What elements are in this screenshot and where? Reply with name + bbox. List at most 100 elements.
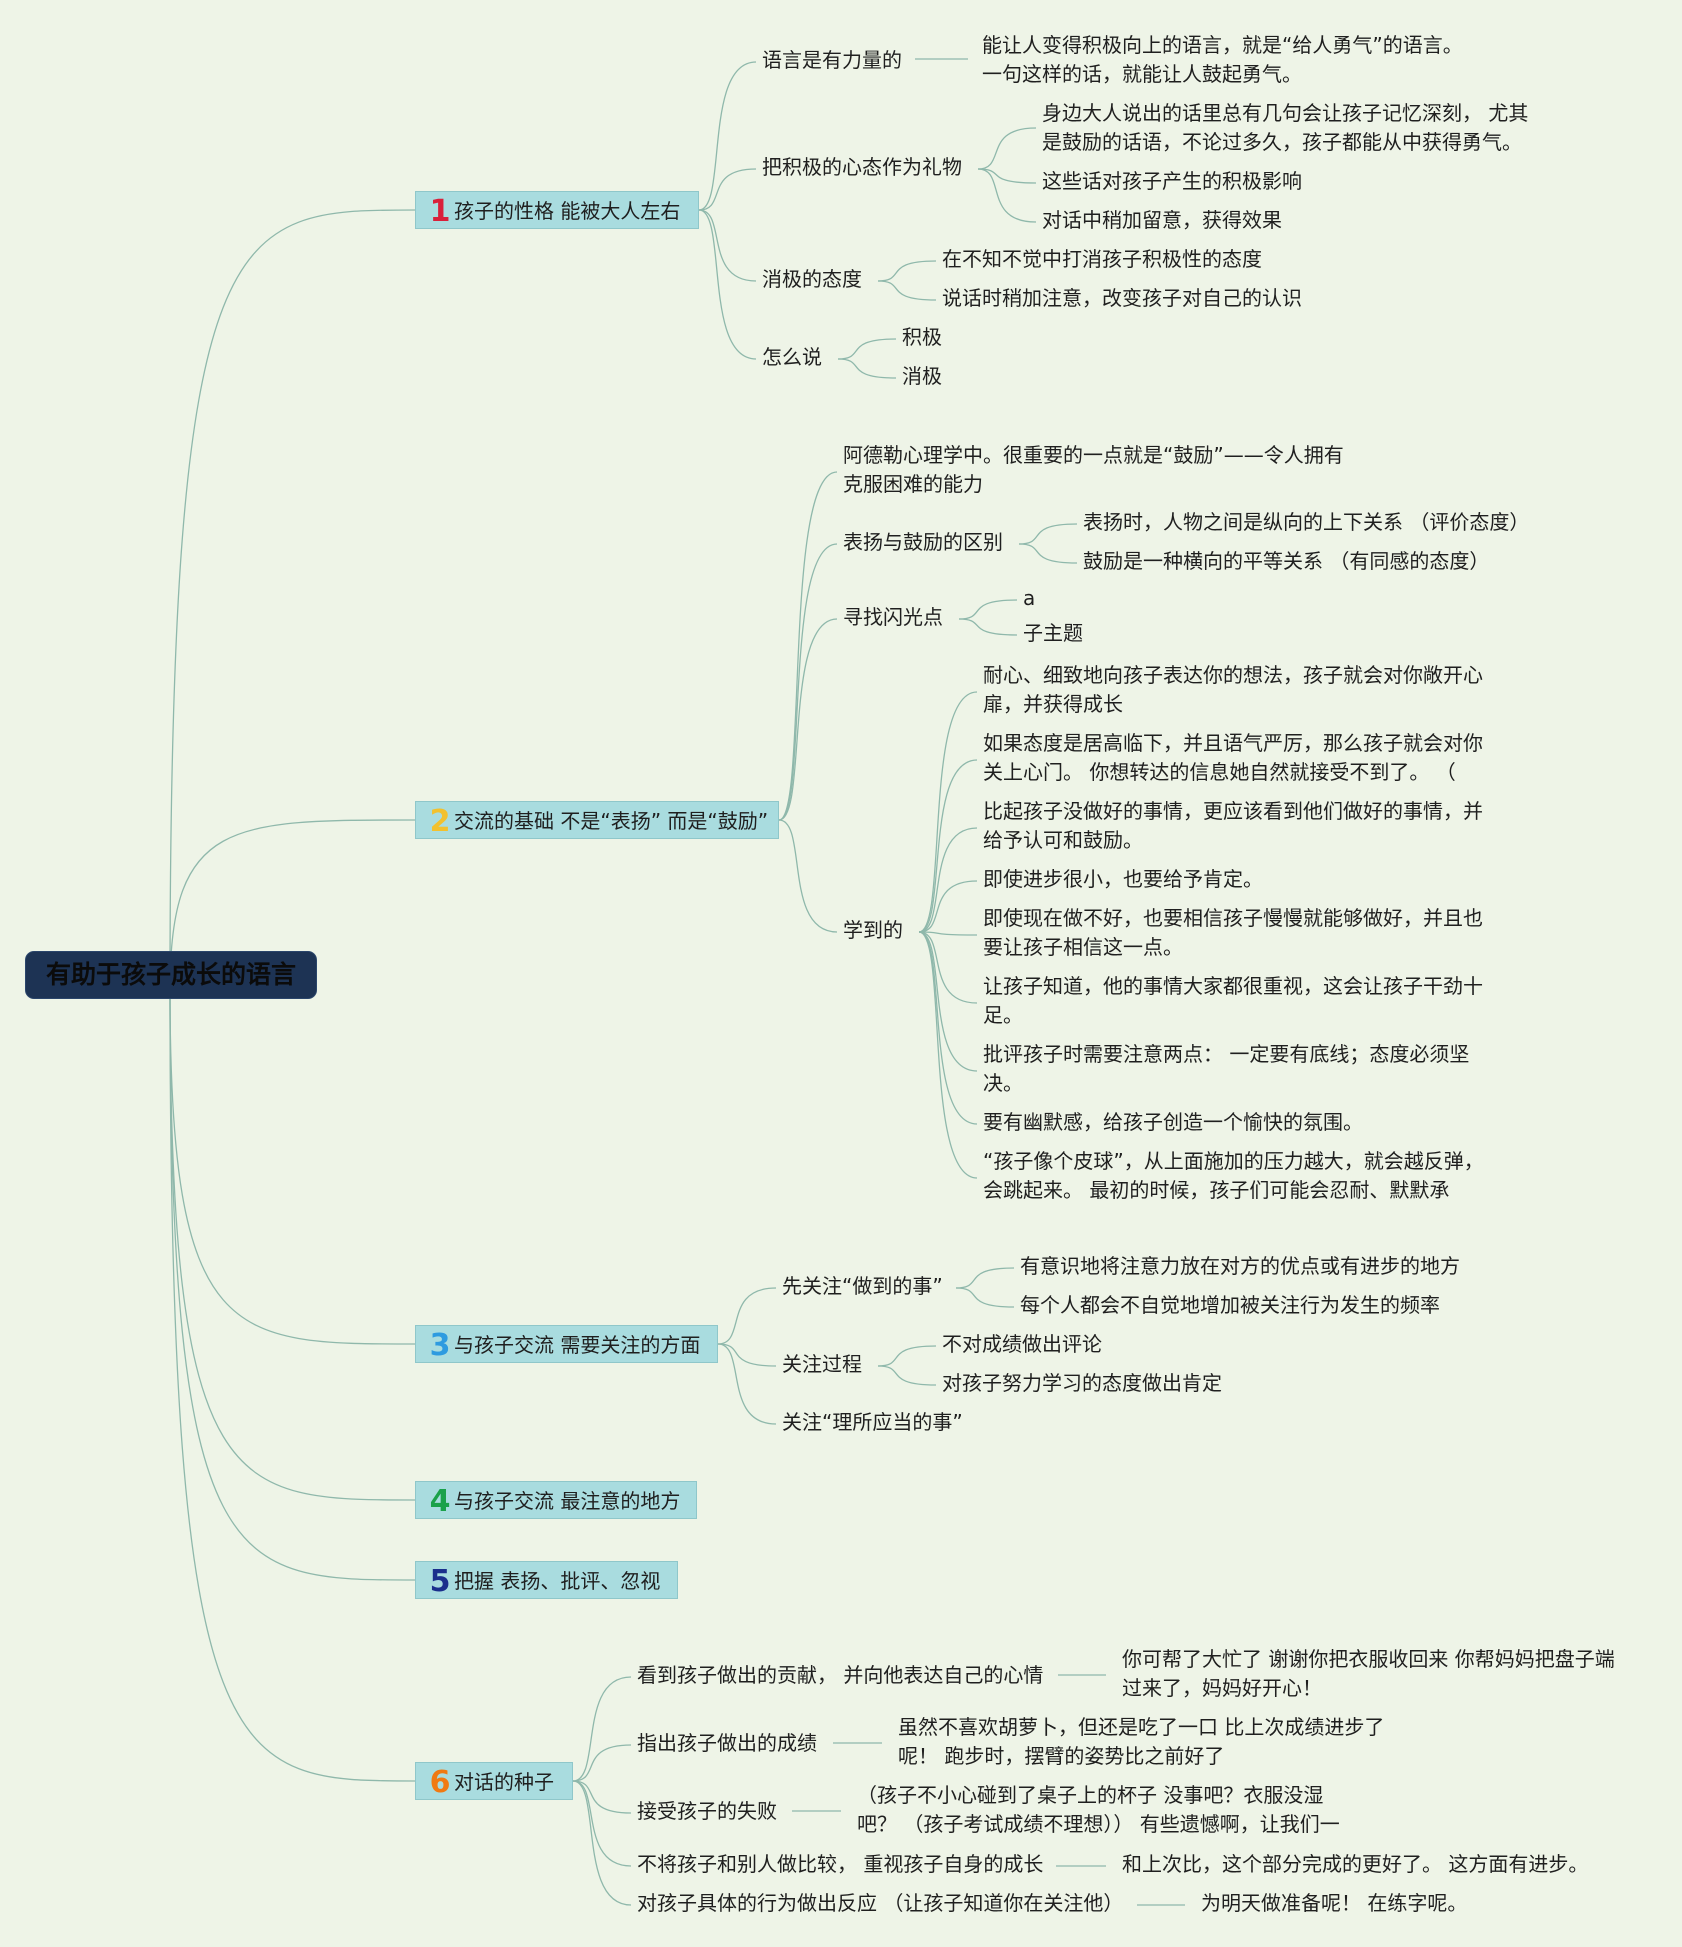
- b6-c3-label[interactable]: 接受孩子的失败: [637, 1799, 777, 1823]
- branch-6-number: 6: [429, 1765, 451, 1800]
- connector-19: [778, 471, 838, 821]
- b2-c2-label[interactable]: 表扬与鼓励的区别: [843, 530, 1003, 554]
- b6-c4-leaf[interactable]: 和上次比，这个部分完成的更好了。 这方面有进步。: [1122, 1852, 1589, 1876]
- b2-c4-leaf-7-line2[interactable]: 决。: [983, 1071, 1023, 1095]
- b2-c4-leaf-1-line2[interactable]: 扉，并获得成长: [983, 692, 1123, 716]
- connector-38: [717, 1343, 777, 1425]
- connector-15: [877, 260, 937, 282]
- b2-c4-leaf-2-line1[interactable]: 如果态度是居高临下，并且语气严厉，那么孩子就会对你: [983, 731, 1483, 755]
- connector-13: [977, 168, 1037, 184]
- b2-c1-line1[interactable]: 阿德勒心理学中。很重要的一点就是“鼓励”——令人拥有: [843, 443, 1344, 467]
- branch-1-label: 孩子的性格 能被大人左右: [454, 199, 681, 223]
- connector-16: [877, 280, 937, 301]
- b2-c4-leaf-9-line2[interactable]: 会跳起来。 最初的时候，孩子们可能会忍耐、默默承: [983, 1178, 1450, 1202]
- branch-6-label: 对话的种子: [454, 1770, 554, 1794]
- b2-c4-leaf-5-line1[interactable]: 即使现在做不好，也要相信孩子慢慢就能够做好，并且也: [983, 906, 1483, 930]
- b2-c4-leaf-2-line2[interactable]: 关上心门。 你想转达的信息她自然就接受不到了。 （: [983, 760, 1456, 784]
- connector-25: [958, 599, 1018, 620]
- b6-c3-leaf-line1[interactable]: （孩子不小心碰到了桌子上的杯子 没事吧？衣服没湿: [857, 1783, 1324, 1807]
- b3-c3-label[interactable]: 关注“理所应当的事”: [782, 1410, 963, 1434]
- b1-c2-leaf1-line1[interactable]: 身边大人说出的话里总有几句会让孩子记忆深刻， 尤其: [1042, 101, 1529, 125]
- b2-c4-leaf-9-line1[interactable]: “孩子像个皮球”，从上面施加的压力越大，就会越反弹，: [983, 1149, 1484, 1173]
- connector-6: [169, 989, 416, 1782]
- connector-26: [958, 618, 1018, 636]
- b1-c2-leaf1-line2[interactable]: 是鼓励的话语，不论过多久，孩子都能从中获得勇气。: [1042, 130, 1522, 154]
- connector-34: [918, 931, 978, 1125]
- b1-c3-leaf1[interactable]: 在不知不觉中打消孩子积极性的态度: [942, 247, 1262, 271]
- b2-c2-leaf2[interactable]: 鼓励是一种横向的平等关系 （有同感的态度）: [1083, 549, 1490, 573]
- b6-c3-leaf-line2[interactable]: 吧？ （孩子考试成绩不理想）） 有些遗憾啊，让我们一: [857, 1812, 1340, 1836]
- b3-c2-label[interactable]: 关注过程: [782, 1352, 862, 1376]
- b2-c4-leaf-8-line1[interactable]: 要有幽默感，给孩子创造一个愉快的氛围。: [983, 1110, 1363, 1134]
- b1-c1-label[interactable]: 语言是有力量的: [762, 48, 902, 72]
- connector-29: [918, 827, 978, 933]
- b2-c4-leaf-5-line2[interactable]: 要让孩子相信这一点。: [983, 935, 1183, 959]
- branch-2-number: 2: [429, 804, 451, 839]
- b1-c4-leaf2[interactable]: 消极: [902, 364, 942, 388]
- b1-c4-label[interactable]: 怎么说: [762, 345, 822, 369]
- b2-c4-leaf-1-line1[interactable]: 耐心、细致地向孩子表达你的想法，孩子就会对你敞开心: [983, 663, 1483, 687]
- connector-31: [918, 931, 978, 936]
- branch-3-label: 与孩子交流 需要关注的方面: [454, 1333, 701, 1357]
- b3-c1-leaf1[interactable]: 有意识地将注意力放在对方的优点或有进步的地方: [1020, 1254, 1460, 1278]
- connector-8: [698, 168, 757, 211]
- b2-c4-label[interactable]: 学到的: [843, 918, 903, 942]
- b3-c1-label[interactable]: 先关注“做到的事”: [782, 1274, 943, 1298]
- b6-c5-label[interactable]: 对孩子具体的行为做出反应 （让孩子知道你在关注他）: [637, 1891, 1124, 1915]
- b6-c2-label[interactable]: 指出孩子做出的成绩: [637, 1731, 817, 1755]
- b6-c1-label[interactable]: 看到孩子做出的贡献， 并向他表达自己的心情: [637, 1663, 1044, 1687]
- b3-c2-leaf2[interactable]: 对孩子努力学习的态度做出肯定: [942, 1371, 1222, 1395]
- b1-c2-leaf3[interactable]: 对话中稍加留意，获得效果: [1042, 208, 1282, 232]
- b2-c2-leaf1[interactable]: 表扬时，人物之间是纵向的上下关系 （评价态度）: [1083, 510, 1530, 534]
- b6-c5-leaf[interactable]: 为明天做准备呢！ 在练字呢。: [1201, 1891, 1468, 1915]
- b1-c4-leaf1[interactable]: 积极: [902, 325, 942, 349]
- b1-c2-leaf2[interactable]: 这些话对孩子产生的积极影响: [1042, 169, 1302, 193]
- b2-c1-line2[interactable]: 克服困难的能力: [843, 472, 983, 496]
- connector-3: [169, 989, 416, 1345]
- connector-24: [1018, 543, 1078, 564]
- b2-c3-leaf1[interactable]: a: [1023, 586, 1036, 610]
- b2-c3-leaf2[interactable]: 子主题: [1023, 621, 1083, 645]
- b6-c1-leaf-line2[interactable]: 过来了，妈妈好开心！: [1122, 1676, 1322, 1700]
- b6-c2-leaf-line1[interactable]: 虽然不喜欢胡萝卜，但还是吃了一口 比上次成绩进步了: [898, 1715, 1385, 1739]
- connector-27: [918, 691, 978, 933]
- b2-c4-leaf-4-line1[interactable]: 即使进步很小，也要给予肯定。: [983, 867, 1263, 891]
- connector-37: [717, 1343, 777, 1367]
- b1-c2-label[interactable]: 把积极的心态作为礼物: [762, 155, 962, 179]
- root-topic[interactable]: 有助于孩子成长的语言: [25, 951, 317, 999]
- b2-c4-leaf-7-line1[interactable]: 批评孩子时需要注意两点： 一定要有底线；态度必须坚: [983, 1042, 1470, 1066]
- connector-36: [717, 1287, 777, 1345]
- b6-c2-leaf-line2[interactable]: 呢！ 跑步时，摆臂的姿势比之前好了: [898, 1744, 1225, 1768]
- connector-10: [698, 209, 757, 360]
- b2-c4-leaf-6-line2[interactable]: 足。: [983, 1003, 1023, 1027]
- connector-22: [778, 819, 838, 933]
- b1-c1-leaf-line1[interactable]: 能让人变得积极向上的语言，就是“给人勇气”的语言。: [982, 33, 1463, 57]
- connector-32: [918, 931, 978, 1004]
- connector-33: [918, 931, 978, 1072]
- connector-5: [169, 989, 416, 1581]
- b2-c4-leaf-6-line1[interactable]: 让孩子知道，他的事情大家都很重视，这会让孩子干劲十: [983, 974, 1483, 998]
- b6-c1-leaf-line1[interactable]: 你可帮了大忙了 谢谢你把衣服收回来 你帮妈妈把盘子端: [1122, 1647, 1615, 1671]
- b3-c1-leaf2[interactable]: 每个人都会不自觉地增加被关注行为发生的频率: [1020, 1293, 1440, 1317]
- b1-c3-label[interactable]: 消极的态度: [762, 267, 862, 291]
- branch-4-number: 4: [429, 1484, 451, 1519]
- b2-c3-label[interactable]: 寻找闪光点: [843, 605, 943, 629]
- connector-18: [837, 358, 897, 379]
- b6-c4-label[interactable]: 不将孩子和别人做比较， 重视孩子自身的成长: [637, 1852, 1044, 1876]
- b3-c2-leaf1[interactable]: 不对成绩做出评论: [942, 1332, 1102, 1356]
- branch-3-number: 3: [429, 1328, 451, 1363]
- branch-5-number: 5: [429, 1564, 451, 1599]
- connector-45: [572, 1780, 632, 1814]
- b2-c4-leaf-3-line1[interactable]: 比起孩子没做好的事情，更应该看到他们做好的事情，并: [983, 799, 1483, 823]
- b1-c1-leaf-line2[interactable]: 一句这样的话，就能让人鼓起勇气。: [982, 62, 1302, 86]
- connector-43: [572, 1676, 632, 1782]
- b2-c4-leaf-3-line2[interactable]: 给予认可和鼓励。: [983, 828, 1143, 852]
- b1-c3-leaf2[interactable]: 说话时稍加注意，改变孩子对自己的认识: [942, 286, 1302, 310]
- connector-30: [918, 880, 978, 933]
